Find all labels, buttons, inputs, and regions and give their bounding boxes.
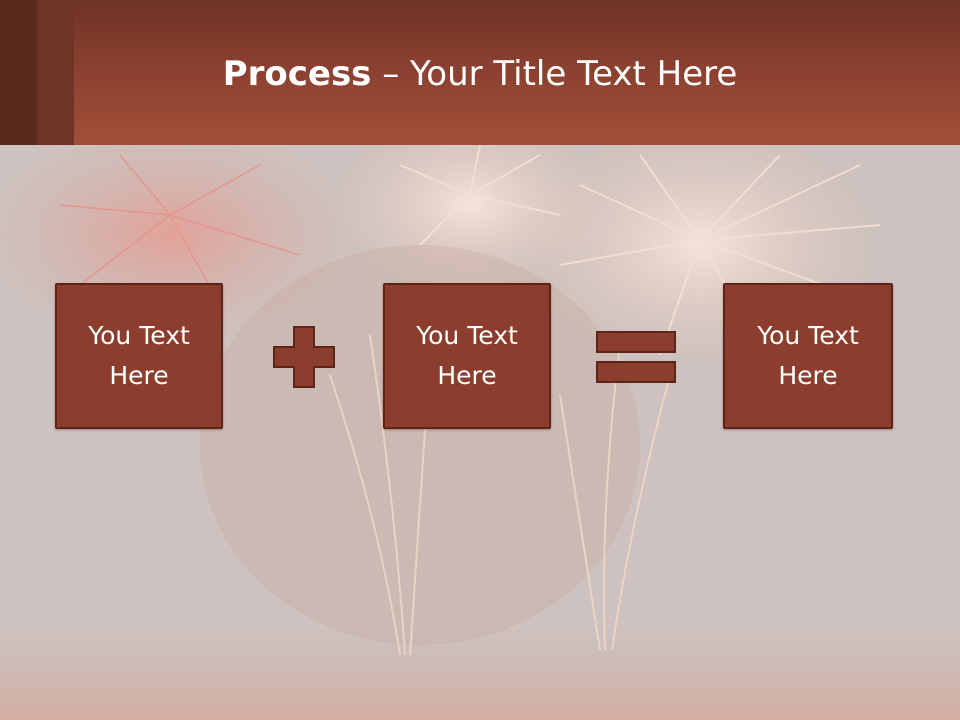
header-accent-stripe: [37, 0, 74, 145]
process-box-1[interactable]: You Text Here: [55, 283, 223, 429]
title-bar: Process – Your Title Text Here: [0, 0, 960, 145]
fireworks-background-image: [0, 145, 960, 720]
process-box-3[interactable]: You Text Here: [723, 283, 893, 429]
process-box-label: You Text Here: [88, 321, 190, 390]
plus-icon: [273, 326, 335, 388]
header-accent-stripe: [0, 0, 37, 145]
process-box-2[interactable]: You Text Here: [383, 283, 551, 429]
title-bold-text: Process: [222, 54, 372, 94]
slide-title: Process – Your Title Text Here: [0, 52, 960, 96]
equals-icon: [596, 331, 676, 383]
process-box-label: You Text Here: [757, 321, 859, 390]
title-rest-text: – Your Title Text Here: [371, 54, 738, 94]
process-box-label: You Text Here: [416, 321, 518, 390]
